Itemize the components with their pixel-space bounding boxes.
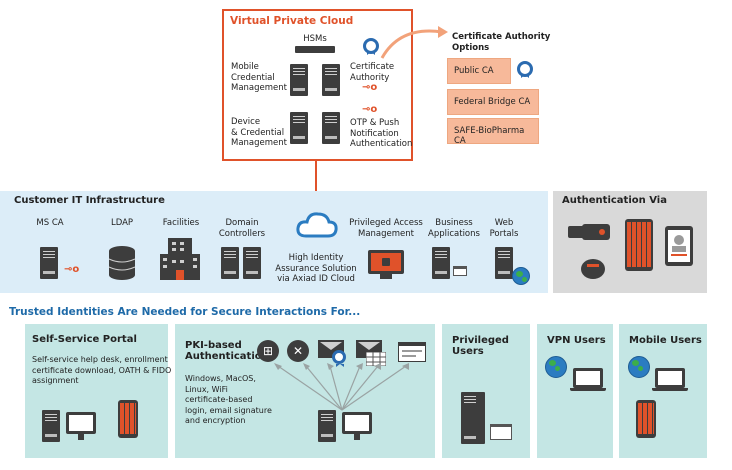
database-icon (108, 246, 136, 280)
server-icon (42, 410, 60, 442)
server-icon (322, 112, 340, 144)
pam-monitor-icon (368, 250, 404, 274)
smartphone-icon (625, 219, 653, 271)
server-icon (318, 410, 336, 442)
cloud-icon (296, 212, 338, 238)
grid-table-icon (366, 352, 386, 366)
building-icon (160, 238, 200, 280)
ca-arrow (380, 26, 448, 59)
globe-icon (545, 356, 567, 378)
app-window-icon (490, 424, 512, 440)
vpn-users-title: VPN Users (547, 335, 606, 346)
vpc-title: Virtual Private Cloud (230, 15, 354, 27)
ms-ca-label: MS CA (36, 218, 64, 228)
laptop-icon (570, 368, 606, 392)
monitor-icon (66, 412, 96, 440)
authentication-via-title: Authentication Via (562, 195, 667, 206)
windows-icon: ⊞ (257, 340, 279, 362)
smartphone-icon (118, 400, 138, 438)
server-icon (221, 247, 239, 279)
server-icon (40, 247, 58, 279)
app-window-icon (453, 266, 467, 276)
server-icon (432, 247, 450, 279)
customer-it-title: Customer IT Infrastructure (14, 195, 165, 206)
key-icon: ⊸o (64, 264, 80, 275)
facilities-label: Facilities (162, 218, 200, 228)
certificate-ribbon-icon (363, 38, 379, 55)
hsm-device-icon (295, 46, 335, 53)
hsms-label: HSMs (303, 34, 327, 44)
monitor-stand (380, 274, 392, 279)
vpn-users-panel (537, 324, 613, 458)
trusted-identities-title: Trusted Identities Are Needed for Secure… (9, 306, 361, 318)
ldap-label: LDAP (110, 218, 134, 228)
server-icon (290, 112, 308, 144)
globe-icon (512, 267, 530, 285)
laptop-icon (652, 368, 688, 392)
ca-option-federal: Federal Bridge CA (447, 89, 539, 115)
server-icon (322, 64, 340, 96)
self-service-title: Self-Service Portal (32, 334, 137, 345)
server-icon (243, 247, 261, 279)
macos-icon: ✕ (287, 340, 309, 362)
smart-reader-icon (581, 259, 605, 279)
id-badge-icon (665, 226, 693, 266)
privileged-users-panel (442, 324, 530, 458)
ca-option-safe: SAFE-BioPharma CA (447, 118, 539, 146)
key-icon: ⊸o (362, 82, 378, 93)
server-icon (495, 247, 513, 279)
browser-window-icon (398, 342, 426, 362)
certificate-ribbon-icon (332, 350, 346, 367)
certificate-ribbon-icon (517, 61, 533, 78)
server-icon (461, 392, 485, 444)
server-icon (290, 64, 308, 96)
mobile-users-panel (619, 324, 707, 458)
monitor-icon (342, 412, 372, 440)
smartphone-icon (636, 400, 656, 438)
globe-icon (628, 356, 650, 378)
vpc-connector-line (315, 161, 317, 213)
mobile-users-title: Mobile Users (629, 335, 702, 346)
ca-option-public: Public CA (447, 58, 511, 84)
pki-arrows (274, 363, 409, 411)
vpc-box (222, 9, 413, 161)
key-icon: ⊸o (362, 104, 378, 115)
customer-it-panel (0, 191, 548, 293)
usb-token-icon (568, 224, 610, 240)
